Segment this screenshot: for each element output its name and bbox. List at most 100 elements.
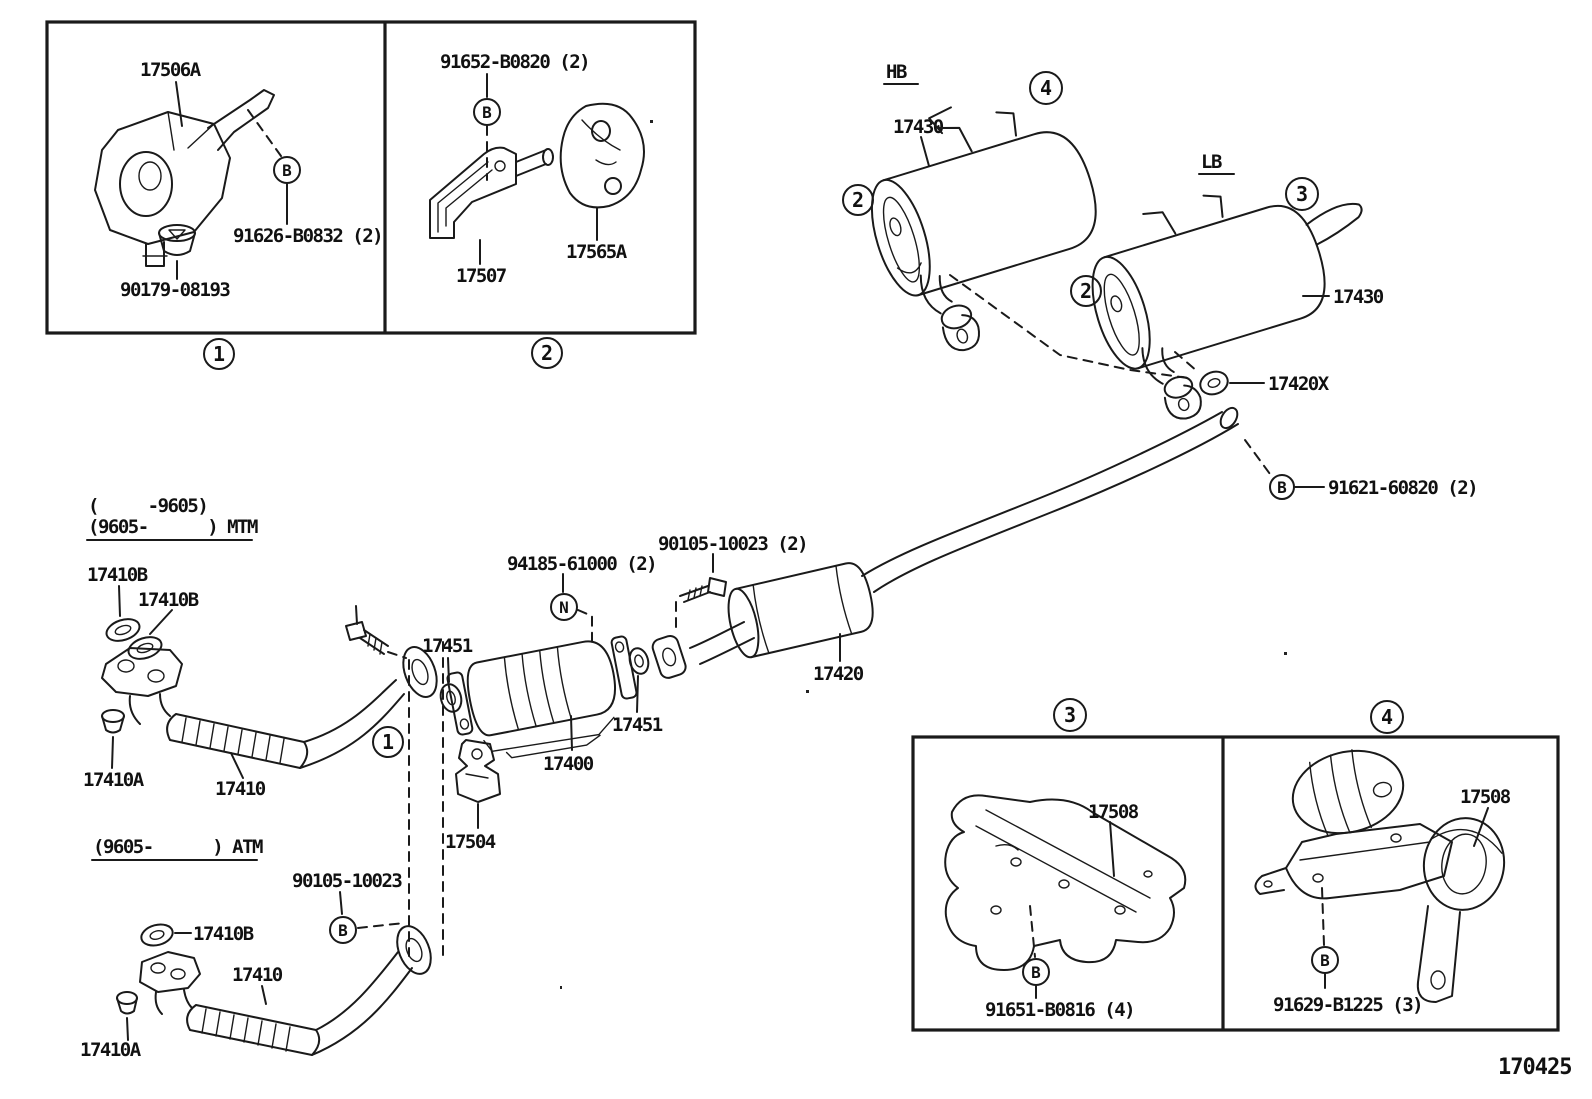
- callout-4-inset: 4: [1370, 700, 1404, 734]
- ring-17410b-1-drawing: [105, 618, 141, 642]
- svg-text:4: 4: [1381, 705, 1393, 729]
- catalytic-converter-17400-drawing: [446, 635, 638, 759]
- svg-text:2: 2: [1080, 279, 1092, 303]
- nut-17410a-mtm-drawing: [101, 709, 125, 734]
- svg-text:1: 1: [213, 342, 225, 366]
- svg-text:2: 2: [541, 341, 553, 365]
- part-label-91621-60820: 91621-60820 (2): [1328, 477, 1477, 499]
- bracket-17508-p4-drawing: [1254, 749, 1506, 1003]
- bracket-17507-drawing: [429, 146, 554, 239]
- leader-17508-p4: [1473, 807, 1489, 847]
- resonator-inlet-bottom: [699, 637, 755, 665]
- nut-90179-drawing: [158, 224, 196, 256]
- svg-text:3: 3: [1296, 182, 1308, 206]
- bolt-90105-2-drawing: [679, 577, 727, 603]
- hb-muffler-drawing: [870, 106, 1097, 352]
- callout-2-inset: 2: [531, 337, 563, 369]
- svg-text:1: 1: [382, 730, 394, 754]
- part-label-17420: 17420: [813, 663, 864, 685]
- part-label-91652-b0820: 91652-B0820 (2): [440, 51, 589, 73]
- leader-17400: [570, 715, 573, 751]
- svg-text:B: B: [1031, 963, 1041, 982]
- part-label-17410b-1: 17410B: [87, 564, 148, 586]
- gasket-17420x-drawing: [1199, 370, 1229, 396]
- part-label-17410b-2: 17410B: [138, 589, 199, 611]
- section-label-mtm-line1: ( -9605): [88, 495, 207, 517]
- svg-text:2: 2: [852, 188, 864, 212]
- callout-n-94185: N: [550, 593, 578, 621]
- svg-text:B: B: [482, 103, 492, 122]
- leader-17451-left: [447, 657, 450, 683]
- svg-text:B: B: [338, 921, 348, 940]
- part-label-90105-10023: 90105-10023: [292, 870, 402, 892]
- callout-b-91652: B: [473, 98, 501, 126]
- part-label-17410a-mtm: 17410A: [83, 769, 145, 791]
- callout-2-hb: 2: [842, 184, 874, 216]
- ring-17410b-2-drawing: [127, 636, 163, 660]
- tailpipe-17420-drawing: [861, 406, 1239, 593]
- leader-17506a: [175, 81, 183, 127]
- dashed-b-p3: [1029, 905, 1036, 958]
- resonator-inlet-top: [689, 621, 745, 649]
- svg-text:4: 4: [1040, 76, 1052, 100]
- scan-speck: [650, 120, 653, 123]
- dashed-hb-to-ring: [949, 274, 1189, 379]
- leader-17410b-1: [118, 585, 121, 617]
- bolt-mtm-drawing: [345, 605, 389, 655]
- leader-17410a-mtm: [111, 736, 114, 769]
- part-label-17565a: 17565A: [566, 241, 628, 263]
- part-label-94185-61000: 94185-61000 (2): [507, 553, 656, 575]
- callout-b-91629: B: [1311, 946, 1339, 974]
- leader-17451-right: [636, 675, 639, 713]
- svg-text:B: B: [1277, 478, 1287, 497]
- part-label-91651-b0816: 91651-B0816 (4): [985, 999, 1134, 1021]
- leader-17410-atm: [261, 985, 267, 1005]
- part-label-17410-mtm: 17410: [215, 778, 266, 800]
- front-pipe-17410-atm-drawing: [139, 951, 413, 1056]
- dashed-lb-to-ring: [1174, 351, 1199, 373]
- svg-text:B: B: [1320, 951, 1330, 970]
- leader-90105-atm: [339, 891, 343, 915]
- callout-b-91626: B: [273, 156, 301, 184]
- dashed-to-b-91626: [247, 109, 282, 157]
- part-label-17508-p3: 17508: [1088, 801, 1139, 823]
- part-label-17504: 17504: [445, 831, 496, 853]
- leader-17508-p3: [1109, 821, 1115, 877]
- section-label-hb: HB: [886, 61, 907, 83]
- heat-shield-17508-drawing: [944, 794, 1187, 971]
- leader-17410a-atm: [126, 1017, 129, 1041]
- part-label-17507: 17507: [456, 265, 507, 287]
- part-label-17410-atm: 17410: [232, 964, 283, 986]
- part-label-91626-b0832: 91626-B0832 (2): [233, 225, 382, 247]
- dashed-to-b-91621: [1244, 439, 1271, 475]
- section-label-atm: (9605- ) ATM: [93, 836, 263, 858]
- part-label-17420x: 17420X: [1268, 373, 1330, 395]
- bracket-17504-drawing: [455, 739, 501, 803]
- nut-17410a-atm-drawing: [116, 991, 138, 1015]
- part-label-90105-10023-2: 90105-10023 (2): [658, 533, 807, 555]
- part-label-17506a: 17506A: [140, 59, 202, 81]
- inlet-flange-drawing: [651, 634, 687, 679]
- dashed-b-atm: [357, 922, 405, 929]
- part-label-17410b-atm: 17410B: [193, 923, 254, 945]
- svg-text:B: B: [282, 161, 292, 180]
- callout-4-hb: 4: [1029, 71, 1063, 105]
- part-label-17400: 17400: [543, 753, 594, 775]
- front-pipe-17410-mtm-drawing: [101, 647, 405, 769]
- callout-1-main: 1: [372, 726, 404, 758]
- section-label-lb: LB: [1201, 151, 1222, 173]
- scan-speck: [560, 986, 562, 989]
- gasket-17451-left-drawing: [439, 683, 463, 713]
- inset-box-top-left: [45, 20, 697, 335]
- drawing-number: 170425: [1498, 1055, 1571, 1080]
- callout-b-91651: B: [1022, 958, 1050, 986]
- plate-17565a-drawing: [559, 102, 645, 209]
- ring-17410b-atm-drawing: [140, 923, 174, 947]
- dashed-n-to-cat: [577, 609, 593, 649]
- part-label-17430-lb: 17430: [1333, 286, 1384, 308]
- part-label-17410a-atm: 17410A: [80, 1039, 142, 1061]
- callout-2-lb: 2: [1070, 275, 1102, 307]
- pipe-end-flange-mtm-drawing: [402, 646, 438, 698]
